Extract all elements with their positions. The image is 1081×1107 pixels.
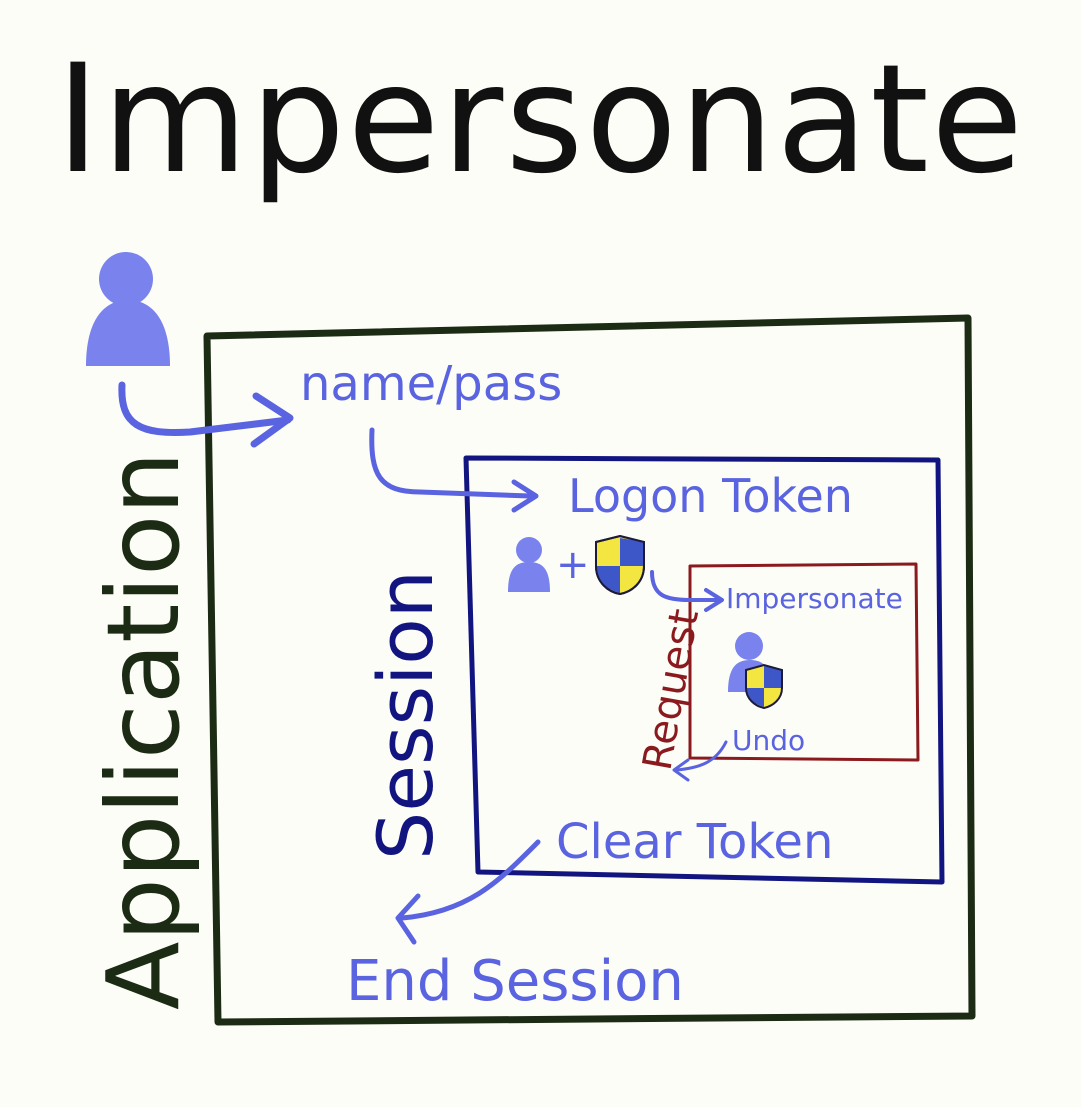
session-user-icon bbox=[508, 537, 550, 592]
application-box bbox=[203, 314, 976, 1026]
end-session-label: End Session bbox=[346, 949, 684, 1014]
logon-token-label: Logon Token bbox=[568, 469, 853, 523]
application-label: Application bbox=[85, 451, 202, 1010]
session-box bbox=[463, 455, 945, 885]
user-to-credentials-arrow bbox=[118, 381, 294, 448]
credentials-to-token-arrow bbox=[369, 427, 539, 513]
request-box bbox=[688, 562, 920, 762]
session-label: Session bbox=[361, 570, 450, 860]
page-title: Impersonate bbox=[55, 33, 1026, 207]
credentials-label: name/pass bbox=[300, 356, 562, 412]
user-icon bbox=[86, 252, 170, 366]
impersonate-label: Impersonate bbox=[726, 582, 903, 615]
clear-token-to-end-session-arrow bbox=[395, 839, 541, 945]
clear-token-label: Clear Token bbox=[556, 814, 833, 870]
request-label: Request bbox=[635, 606, 709, 774]
undo-arrow bbox=[672, 740, 728, 782]
windows-shield-icon bbox=[595, 534, 645, 596]
impersonated-shield-icon bbox=[745, 663, 783, 710]
token-to-impersonate-arrow bbox=[650, 570, 724, 612]
undo-label: Undo bbox=[732, 724, 805, 757]
plus-sign: + bbox=[556, 542, 590, 588]
impersonated-user-icon bbox=[728, 632, 783, 710]
